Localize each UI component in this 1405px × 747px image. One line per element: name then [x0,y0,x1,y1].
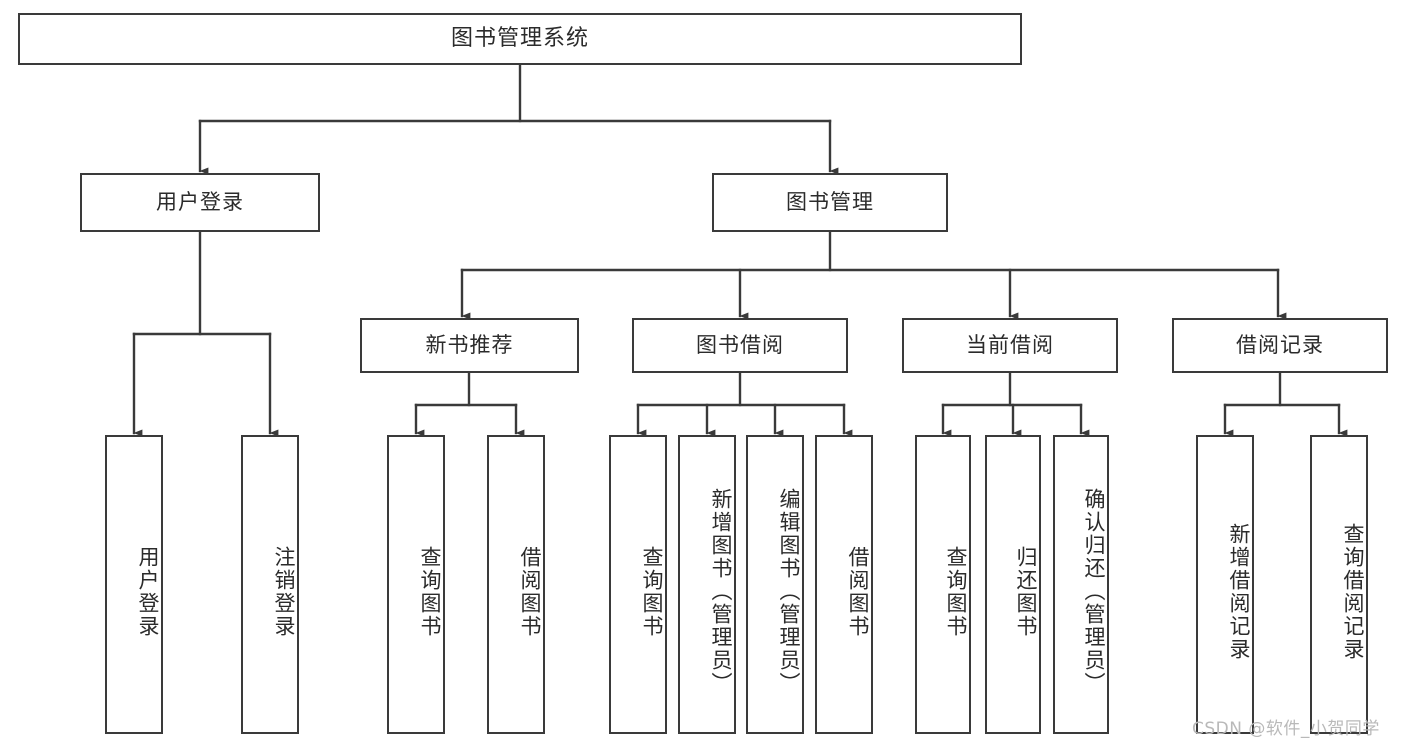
node-label: 查询图书 [418,545,442,638]
node-label: 用户登录 [156,189,244,214]
node-user-login[interactable]: 用户登录 [80,173,320,232]
node-book-manage[interactable]: 图书管理 [712,173,948,232]
node-label: 确认归还（管理员） [1082,488,1106,695]
node-label: 新增借阅记录 [1227,522,1251,661]
node-label: 当前借阅 [966,332,1054,357]
node-borrow-record[interactable]: 借阅记录 [1172,318,1388,373]
node-leaf-borrow-book-2[interactable]: 借阅图书 [815,435,873,734]
node-label: 查询图书 [944,545,968,638]
node-leaf-edit-book[interactable]: 编辑图书（管理员） [746,435,804,734]
node-leaf-add-record[interactable]: 新增借阅记录 [1196,435,1254,734]
node-leaf-query-book-2[interactable]: 查询图书 [609,435,667,734]
node-label: 查询借阅记录 [1341,522,1365,661]
node-leaf-query-book-3[interactable]: 查询图书 [915,435,971,734]
node-label: 图书管理系统 [450,25,589,51]
node-label: 归还图书 [1014,545,1038,638]
node-leaf-confirm-return[interactable]: 确认归还（管理员） [1053,435,1109,734]
node-label: 编辑图书（管理员） [777,488,801,695]
node-leaf-user-login[interactable]: 用户登录 [105,435,163,734]
node-leaf-query-record[interactable]: 查询借阅记录 [1310,435,1368,734]
node-label: 借阅图书 [518,545,542,638]
node-root[interactable]: 图书管理系统 [18,13,1022,65]
node-label: 查询图书 [640,545,664,638]
node-current-borrow[interactable]: 当前借阅 [902,318,1118,373]
node-label: 借阅图书 [846,545,870,638]
node-leaf-add-book[interactable]: 新增图书（管理员） [678,435,736,734]
node-leaf-query-book-1[interactable]: 查询图书 [387,435,445,734]
node-label: 图书管理 [786,189,874,214]
node-label: 图书借阅 [696,332,784,357]
node-label: 用户登录 [136,545,160,638]
node-label: 注销登录 [272,545,296,638]
node-leaf-logout[interactable]: 注销登录 [241,435,299,734]
node-label: 借阅记录 [1236,332,1324,357]
node-leaf-return-book[interactable]: 归还图书 [985,435,1041,734]
node-leaf-borrow-book-1[interactable]: 借阅图书 [487,435,545,734]
watermark-text: CSDN @软件_小贺同学 [1192,719,1380,739]
node-label: 新增图书（管理员） [709,488,733,695]
node-label: 新书推荐 [425,332,514,357]
node-new-book-recommend[interactable]: 新书推荐 [360,318,579,373]
node-book-borrow[interactable]: 图书借阅 [632,318,848,373]
